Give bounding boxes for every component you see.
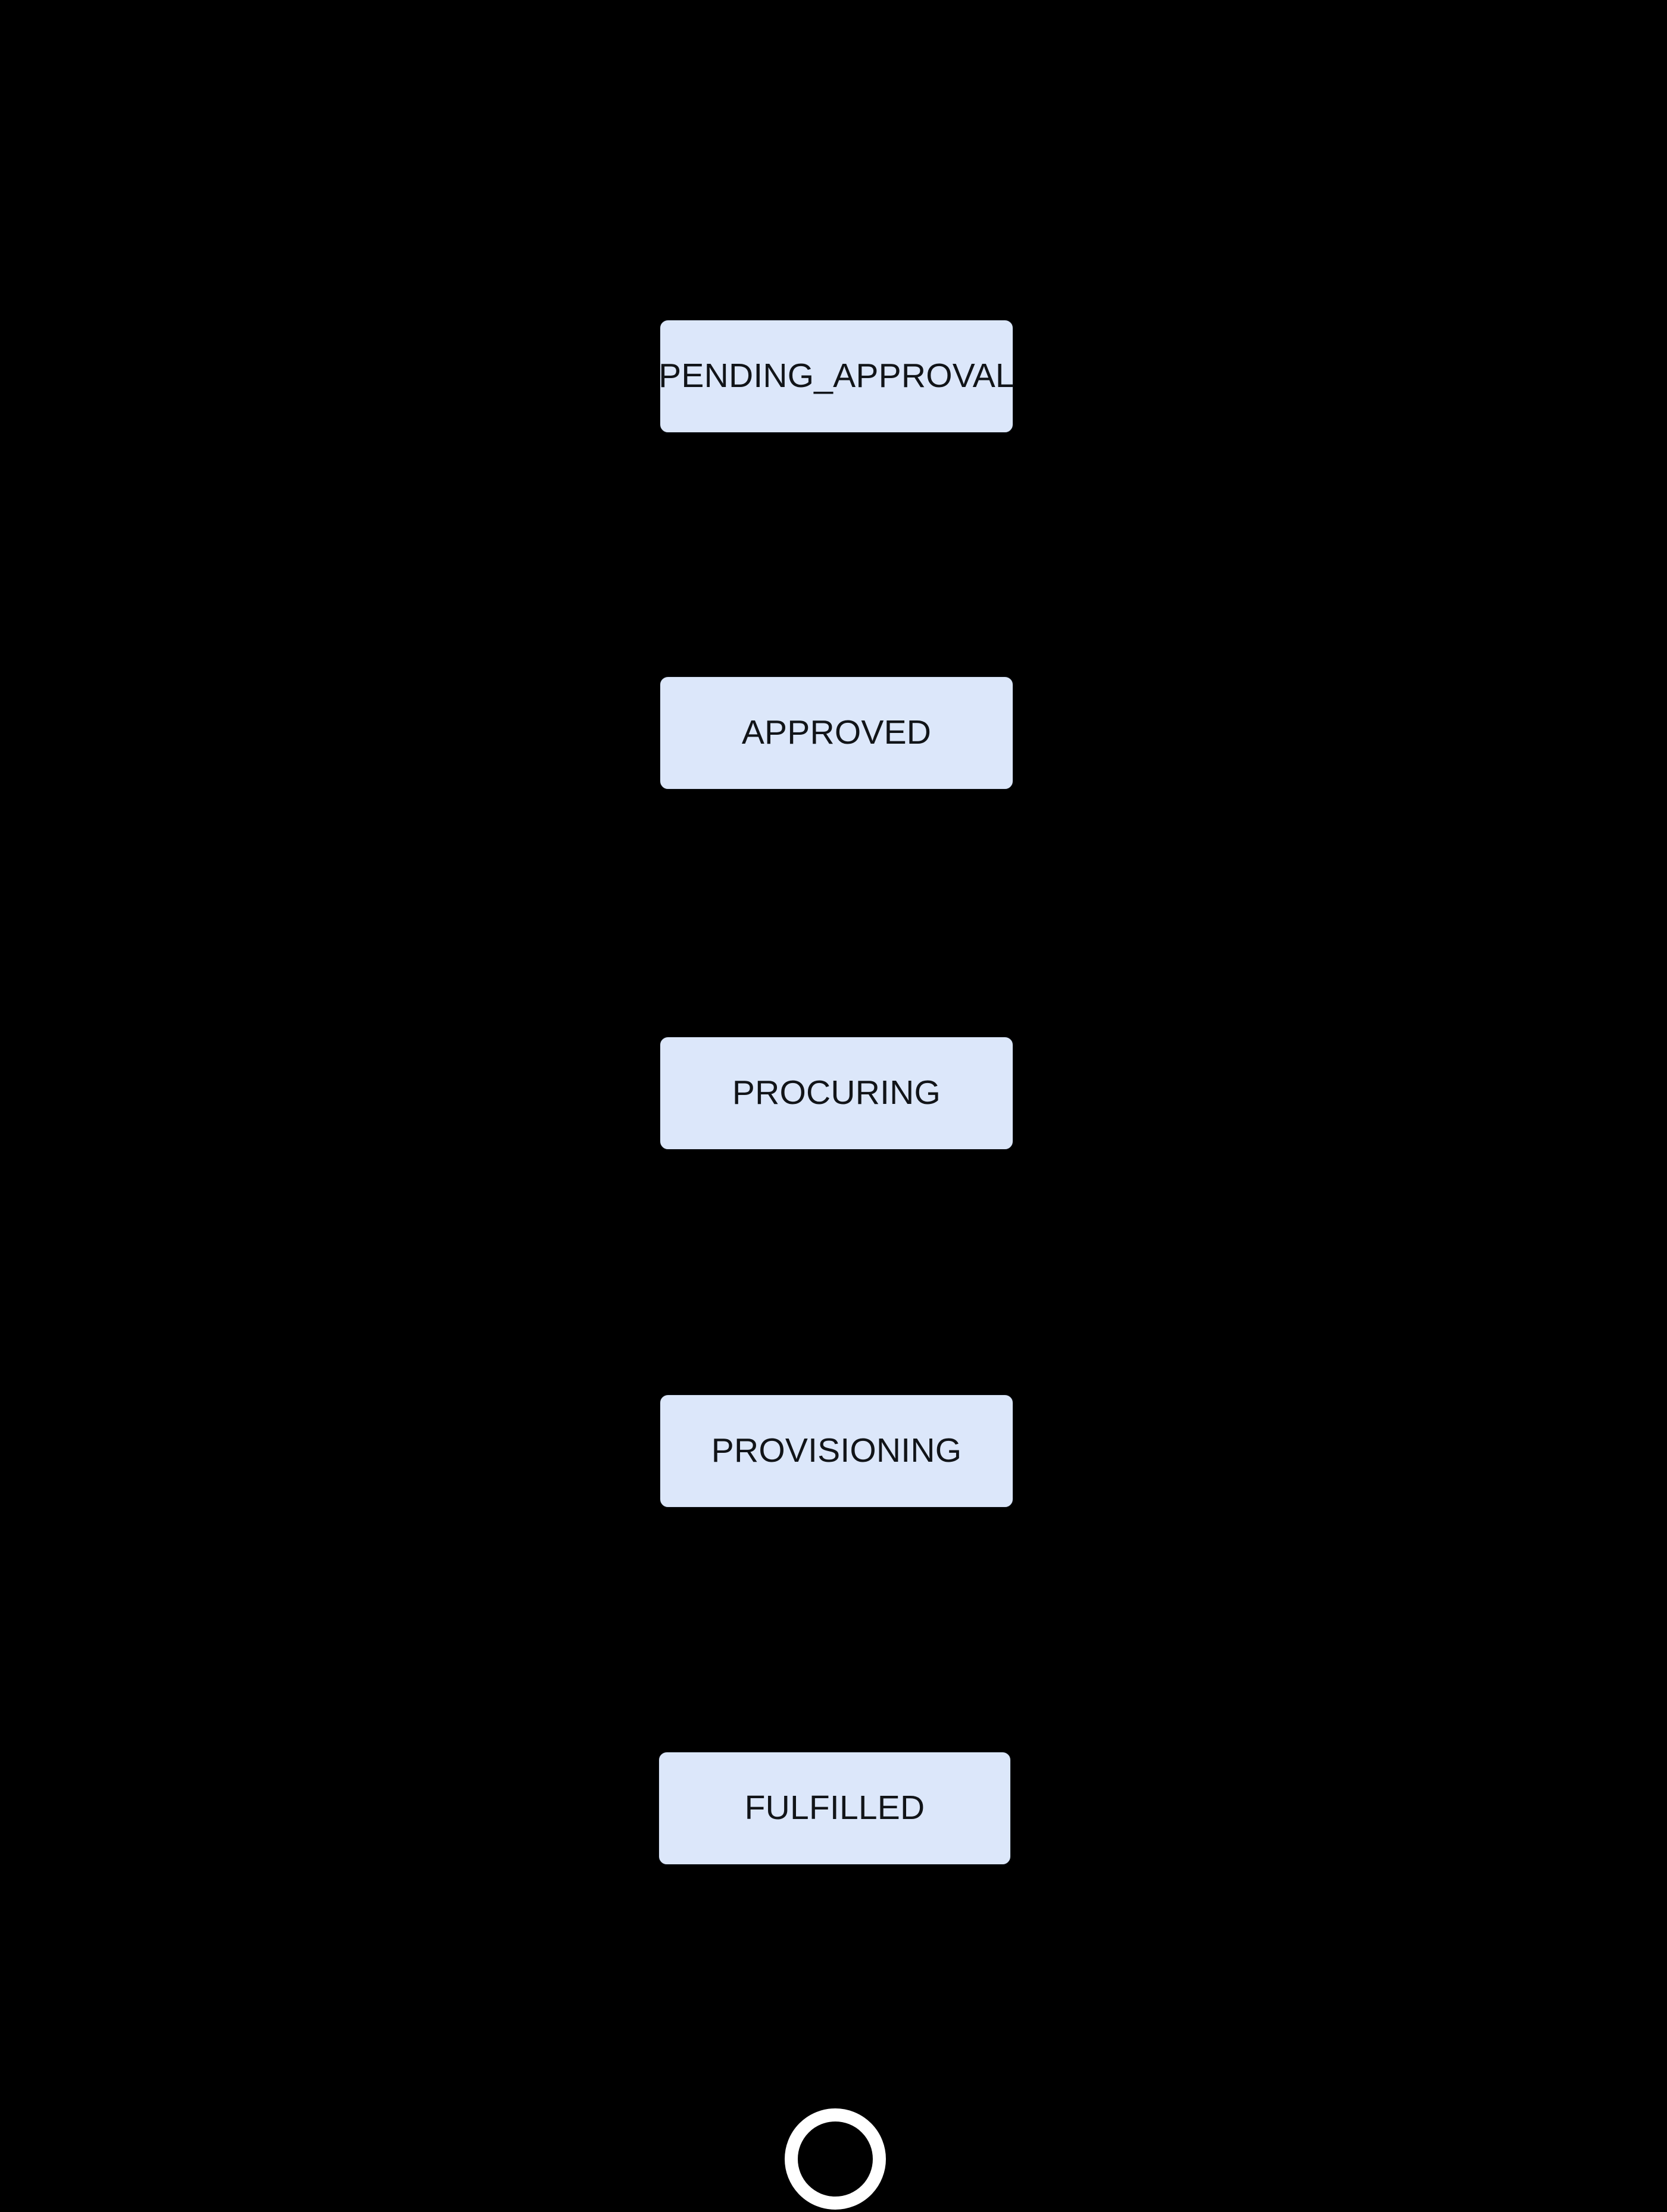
state-node-approved[interactable]: APPROVED	[660, 676, 1013, 790]
state-node-fulfilled[interactable]: FULFILLED	[658, 1752, 1011, 1865]
state-node-label: FULFILLED	[744, 1789, 925, 1827]
state-node-label: APPROVED	[741, 713, 932, 752]
state-node-procuring[interactable]: PROCURING	[660, 1037, 1013, 1150]
state-node-provisioning[interactable]: PROVISIONING	[660, 1394, 1013, 1508]
state-node-label: PROVISIONING	[711, 1431, 962, 1470]
state-node-label: PROCURING	[732, 1074, 941, 1112]
state-node-label: PENDING_APPROVAL	[658, 357, 1014, 395]
end-state-circle-icon[interactable]	[785, 2108, 886, 2210]
state-node-pending-approval[interactable]: PENDING_APPROVAL	[658, 320, 1014, 433]
